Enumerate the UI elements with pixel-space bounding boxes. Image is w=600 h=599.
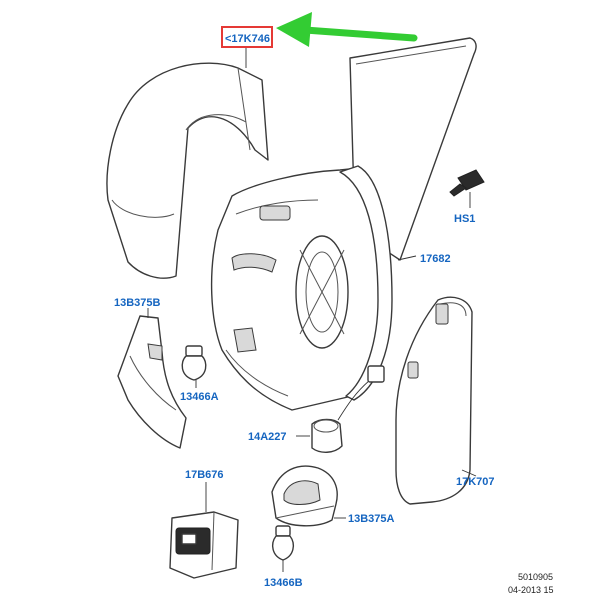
screw: [449, 169, 485, 197]
mirror-glass: [395, 296, 473, 505]
mirror-housing: [210, 165, 393, 411]
highlight-box: [221, 26, 273, 48]
label-13B375A: 13B375A: [348, 513, 395, 525]
bulb-a: [181, 345, 207, 381]
label-17B676: 17B676: [185, 469, 224, 481]
label-17682: 17682: [420, 253, 451, 265]
reference-number: 5010905: [518, 572, 553, 582]
revision-date: 04-2013 15: [508, 585, 554, 595]
wiring-connector: [311, 365, 385, 453]
mirror-cap: [106, 62, 269, 279]
label-13466B: 13466B: [264, 577, 303, 589]
label-17K707: 17K707: [456, 476, 495, 488]
bulb-b: [271, 525, 295, 561]
label-13B375B: 13B375B: [114, 297, 161, 309]
label-14A227: 14A227: [248, 431, 287, 443]
mirror-switch: [169, 511, 239, 579]
puddle-lamp: [271, 465, 338, 527]
side-repeater-lamp: [117, 315, 187, 449]
label-17K746: <17K746: [225, 33, 270, 45]
label-13466A: 13466A: [180, 391, 219, 403]
label-HS1: HS1: [454, 213, 475, 225]
arrow-left-icon: [276, 12, 418, 47]
